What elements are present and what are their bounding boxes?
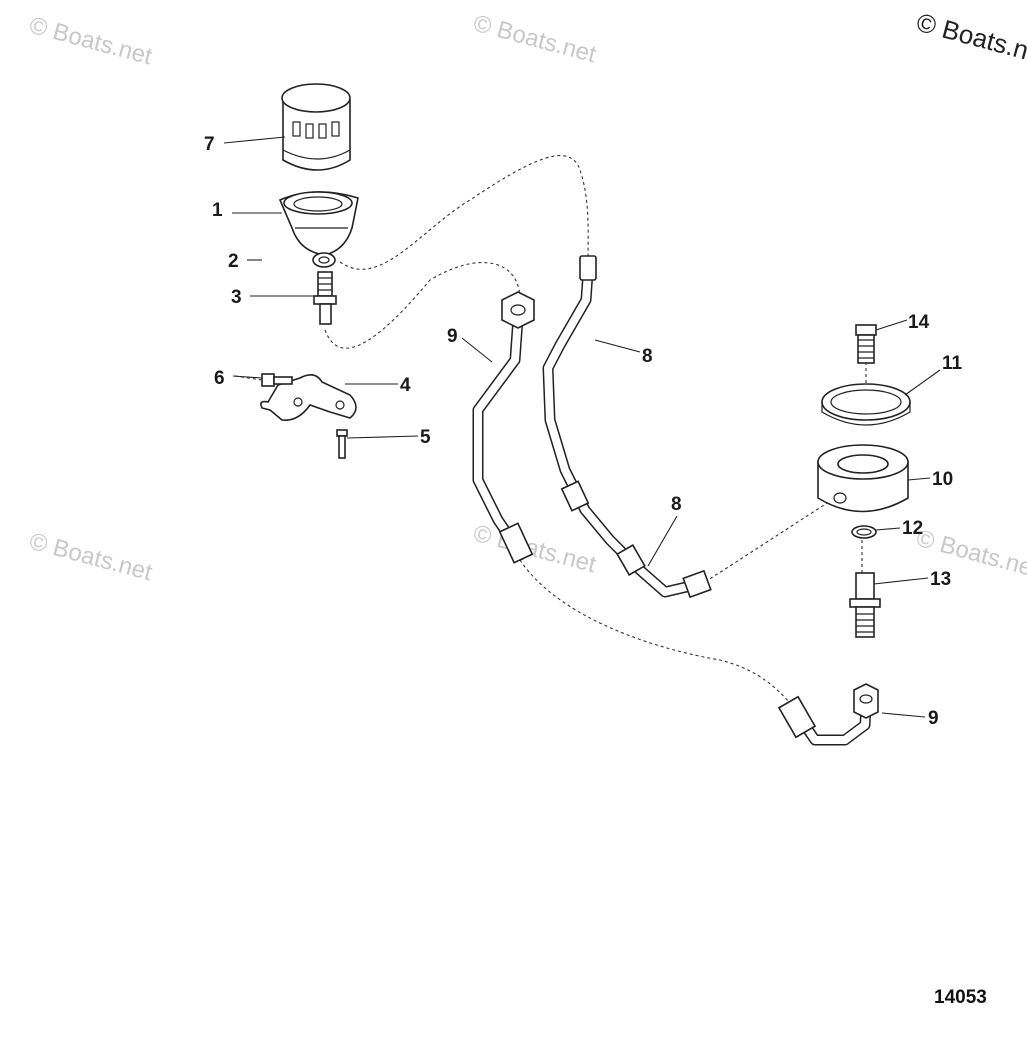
callout-leader xyxy=(904,369,941,396)
callout-number: 10 xyxy=(932,469,953,490)
o-ring-part xyxy=(851,525,877,539)
oil-filter-part xyxy=(281,83,351,171)
threaded-stud-part xyxy=(849,572,881,638)
callout-number: 4 xyxy=(400,375,411,396)
assembly-line xyxy=(699,494,841,586)
callout-leader xyxy=(873,577,929,585)
oil-line-part xyxy=(472,291,535,564)
callout-number: 6 xyxy=(214,368,225,389)
watermark: © Boats.net xyxy=(470,10,599,69)
watermark-copyright: © Boats.net xyxy=(913,7,1027,71)
diagram-reference-number: 14053 xyxy=(934,987,987,1008)
callout-number: 13 xyxy=(930,569,951,590)
callout-number: 9 xyxy=(447,326,458,347)
callout-leader xyxy=(594,339,641,353)
bracket-part xyxy=(260,374,357,422)
callout-leader xyxy=(232,375,263,379)
oil-cooler-housing-part xyxy=(817,444,909,513)
washer-part xyxy=(312,252,336,268)
oil-line-part xyxy=(777,683,879,746)
callout-number: 1 xyxy=(212,200,223,221)
callout-leader xyxy=(881,712,926,718)
callout-leader xyxy=(647,515,678,567)
callout-leader xyxy=(461,337,493,363)
callout-leader xyxy=(907,477,931,481)
callout-number: 2 xyxy=(228,251,239,272)
gasket-ring-part xyxy=(821,383,911,426)
oil-line-part xyxy=(542,255,712,599)
callout-number: 5 xyxy=(420,427,431,448)
filter-adapter-part xyxy=(278,191,359,256)
callout-number: 8 xyxy=(671,494,682,515)
nipple-fitting-part xyxy=(855,324,877,364)
callout-number: 11 xyxy=(942,353,963,374)
watermark: © Boats.net xyxy=(470,520,599,579)
callout-leader xyxy=(223,136,286,144)
screw-part xyxy=(261,373,293,387)
assembly-line xyxy=(234,375,263,381)
bolt-part xyxy=(336,429,348,459)
fitting-part xyxy=(313,271,337,325)
callout-leader xyxy=(875,527,901,531)
callout-leader xyxy=(875,319,908,331)
callout-number: 3 xyxy=(231,287,242,308)
watermark: © Boats.net xyxy=(26,12,155,71)
callout-number: 9 xyxy=(928,708,939,729)
assembly-line xyxy=(339,155,589,270)
assembly-line xyxy=(324,262,521,349)
watermark: © Boats.net xyxy=(26,528,155,587)
callout-number: 14 xyxy=(908,312,930,333)
callout-number: 8 xyxy=(642,346,653,367)
callout-leader xyxy=(346,435,419,439)
callout-number: 12 xyxy=(902,518,923,539)
callout-number: 7 xyxy=(204,134,215,155)
assembly-line xyxy=(519,559,801,716)
